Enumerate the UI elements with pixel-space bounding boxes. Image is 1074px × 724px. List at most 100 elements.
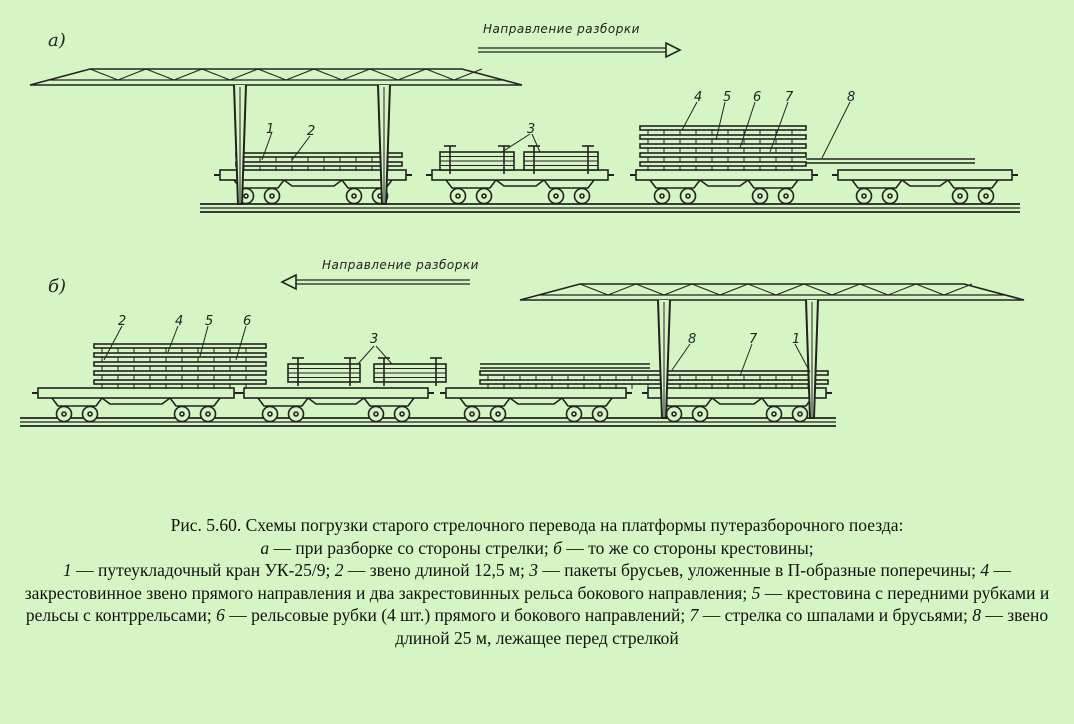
wheel bbox=[199, 405, 217, 423]
callout-leader bbox=[235, 325, 247, 361]
wheel bbox=[287, 405, 305, 423]
caption-parts: а — при разборке со стороны стрелки; б —… bbox=[20, 537, 1054, 560]
wheel bbox=[691, 405, 709, 423]
legend-text: — закрестовинное звено прямого направлен… bbox=[24, 560, 1011, 603]
panel-a-direction-arrow bbox=[478, 41, 682, 59]
panel-b-track bbox=[20, 417, 836, 427]
wheel bbox=[81, 405, 99, 423]
panel-b-sleeper-bundle-1 bbox=[287, 357, 361, 386]
wheel bbox=[547, 187, 565, 205]
caption-legend: 1 — путеукладочный кран УК-25/9; 2 — зве… bbox=[20, 559, 1054, 649]
wheel bbox=[449, 187, 467, 205]
caption-title: Рис. 5.60. Схемы погрузки старого стрело… bbox=[170, 515, 904, 535]
panel-a-link-12-5m bbox=[235, 152, 403, 171]
wheel bbox=[881, 187, 899, 205]
legend-key: 5 bbox=[751, 582, 761, 603]
callout-leader bbox=[739, 343, 753, 377]
callout-leader bbox=[769, 101, 789, 153]
callout-a-4: 4 bbox=[694, 90, 703, 105]
panel-b-direction-text: Направление разборки bbox=[322, 258, 479, 272]
callout-a-5: 5 bbox=[723, 90, 732, 105]
callout-leader bbox=[357, 345, 375, 365]
callout-leader bbox=[671, 343, 691, 371]
callout-leader bbox=[261, 131, 273, 161]
callout-leader bbox=[199, 325, 209, 357]
caption-part-text: — при разборке со стороны стрелки; bbox=[269, 537, 554, 558]
wheel bbox=[55, 405, 73, 423]
wheel bbox=[475, 187, 493, 205]
wheel bbox=[777, 187, 795, 205]
panel-b-wagon-3 bbox=[440, 387, 632, 423]
wheel bbox=[367, 405, 385, 423]
legend-text: — звено длиной 25 м, лежащее перед стрел… bbox=[395, 605, 1049, 648]
callout-b-2: 2 bbox=[118, 314, 127, 329]
callout-leader bbox=[167, 325, 179, 353]
panel-a-sleeper-bundle-1 bbox=[439, 145, 515, 174]
panel-a-sleeper-bundle-2 bbox=[523, 145, 599, 174]
wheel bbox=[463, 405, 481, 423]
legend-key: 3 bbox=[529, 560, 539, 580]
wheel bbox=[573, 187, 591, 205]
caption-part-text: — то же со стороны крестовины; bbox=[561, 537, 814, 558]
callout-a-3: 3 bbox=[527, 122, 536, 137]
wheel bbox=[855, 187, 873, 205]
callout-leader bbox=[501, 133, 531, 153]
wheel bbox=[263, 187, 281, 205]
wheel bbox=[951, 187, 969, 205]
callout-leader bbox=[821, 101, 851, 159]
callout-leader bbox=[375, 345, 393, 365]
callout-b-3: 3 bbox=[370, 332, 379, 347]
panel-a-crane bbox=[29, 68, 523, 205]
panel-b-link-25m bbox=[480, 363, 650, 369]
panel-a-wagon-3 bbox=[630, 169, 818, 205]
legend-text: — путеукладочный кран УК-25/9; bbox=[71, 560, 335, 580]
caption-part-key: б bbox=[553, 537, 562, 558]
wheel bbox=[665, 405, 683, 423]
callout-b-4: 4 bbox=[175, 314, 184, 329]
panel-b-stacked-links bbox=[93, 343, 267, 389]
callout-a-7: 7 bbox=[785, 90, 794, 105]
panel-a-wagon-4 bbox=[832, 169, 1018, 205]
panel-a-link-25m bbox=[806, 158, 975, 164]
panel-b-crane bbox=[519, 283, 1025, 419]
wheel bbox=[765, 405, 783, 423]
callout-b-6: 6 bbox=[243, 314, 252, 329]
legend-text: — пакеты брусьев, уложенные в П-образные… bbox=[538, 560, 981, 580]
callout-leader bbox=[794, 343, 811, 373]
legend-key: 1 bbox=[63, 560, 72, 580]
callout-leader bbox=[681, 101, 698, 131]
wheel bbox=[653, 187, 671, 205]
callout-b-1: 1 bbox=[792, 332, 801, 347]
callout-a-1: 1 bbox=[266, 122, 275, 137]
wheel bbox=[679, 187, 697, 205]
legend-text: — звено длиной 12,5 м; bbox=[343, 560, 530, 580]
legend-text: — крестовина с передними рубками и рельс… bbox=[25, 582, 1050, 626]
panel-b-switch-links bbox=[479, 370, 829, 389]
wheel bbox=[751, 187, 769, 205]
diagram-figure bbox=[20, 41, 1025, 427]
callout-leader bbox=[739, 101, 756, 149]
wheel bbox=[261, 405, 279, 423]
panel-a-direction-text: Направление разборки bbox=[483, 22, 640, 36]
wheel bbox=[345, 187, 363, 205]
panel-b-label: б) bbox=[48, 276, 67, 297]
callout-a-8: 8 bbox=[847, 90, 856, 105]
wheel bbox=[977, 187, 995, 205]
wheel bbox=[489, 405, 507, 423]
panel-a-label: а) bbox=[48, 30, 66, 51]
callout-leader bbox=[715, 101, 726, 141]
panel-b-wagon-1 bbox=[32, 387, 240, 423]
callout-b-5: 5 bbox=[205, 314, 214, 329]
wheel bbox=[565, 405, 583, 423]
panel-b-sleeper-bundle-2 bbox=[373, 357, 447, 386]
figure-caption: Рис. 5.60. Схемы погрузки старого стрело… bbox=[20, 514, 1054, 649]
caption-part-key: а bbox=[260, 537, 270, 558]
wheel bbox=[791, 405, 809, 423]
wheel bbox=[393, 405, 411, 423]
callout-leader bbox=[103, 325, 123, 361]
legend-key: 2 bbox=[334, 560, 344, 580]
panel-a-stacked-links bbox=[639, 125, 807, 171]
callout-a-2: 2 bbox=[307, 124, 316, 139]
callout-a-6: 6 bbox=[753, 90, 762, 105]
panel-a-wagon-2 bbox=[426, 169, 614, 205]
